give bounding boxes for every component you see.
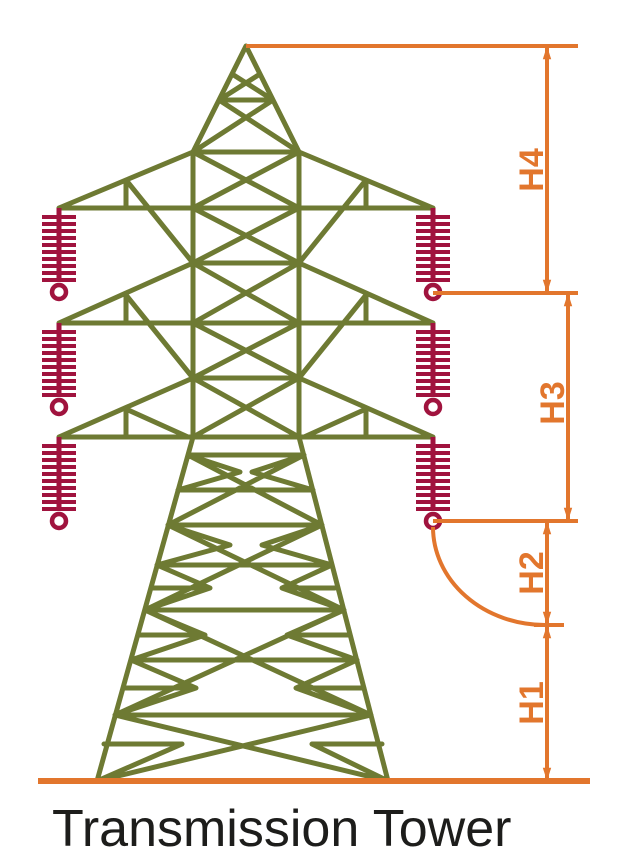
insulator-middle-right — [416, 323, 450, 414]
tower-lattice — [56, 43, 436, 784]
insulator-bottom-right — [416, 437, 450, 528]
dimension-label-h1: H1 — [513, 681, 551, 724]
insulator-top-right — [416, 208, 450, 299]
dimension-annotations: H4 H3 H2 H1 — [38, 44, 590, 784]
insulator-middle-left — [42, 323, 76, 414]
dimension-label-h2: H2 — [513, 551, 551, 594]
dimension-label-h3: H3 — [534, 381, 572, 424]
dimension-label-h4: H4 — [513, 148, 551, 192]
tower-peak — [190, 43, 302, 155]
insulator-strings — [42, 208, 450, 528]
tower-crossarms — [56, 149, 436, 440]
tower-cage — [190, 149, 302, 440]
conductor-sag-arc — [431, 526, 546, 627]
tower-body — [94, 434, 391, 784]
insulator-bottom-left — [42, 437, 76, 528]
diagram-title: Transmission Tower — [52, 800, 511, 857]
insulator-top-left — [42, 208, 76, 299]
